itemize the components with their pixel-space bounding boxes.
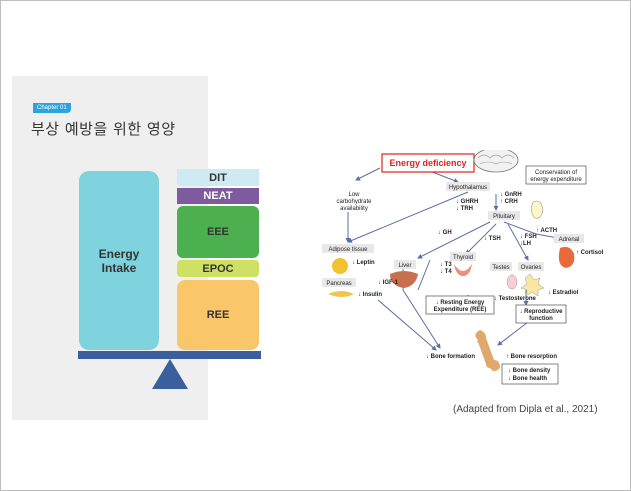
bone-resorption-label: ↑ Bone resorption <box>506 354 557 360</box>
pancreas-label: Pancreas <box>326 281 351 287</box>
thyroid-tag <box>450 252 476 261</box>
ree-block: REE <box>177 280 259 350</box>
bone-health-label: ↓ Bone health <box>508 376 547 382</box>
repro-line1: ↓ Reproductive <box>519 309 563 315</box>
t3-label: ↓ T3 <box>440 262 452 268</box>
pituitary-tag <box>488 211 520 220</box>
gh-label: ↓ GH <box>438 230 452 236</box>
ghrh-label: ↓ GHRH <box>456 199 478 205</box>
fsh-label: ↓ FSH <box>520 234 537 240</box>
energy-deficiency-box <box>381 153 475 173</box>
bone-icon <box>475 330 500 371</box>
ree-box <box>425 295 495 315</box>
hypothalamus-label: Hypothalamus <box>449 185 487 191</box>
brain-icon <box>473 150 519 173</box>
ovaries-label: Ovaries <box>521 265 542 271</box>
testes-tag <box>490 262 512 271</box>
leptin-label: ↓ Leptin <box>352 260 375 266</box>
adrenal-label: Adrenal <box>559 237 580 243</box>
testes-icon <box>506 274 518 290</box>
pancreas-icon <box>328 291 354 297</box>
liver-tag <box>394 260 416 269</box>
estradiol-label: ↓ Estradiol <box>548 290 579 296</box>
pituitary-icon <box>531 200 544 219</box>
crh-label: ↑ CRH <box>500 199 518 205</box>
cortisol-label: ↑ Cortisol <box>576 250 604 256</box>
acth-label: ↑ ACTH <box>536 228 557 234</box>
ree-line1: ↓ Resting Energy <box>436 300 485 306</box>
igf1-label: ↓ IGF-1 <box>378 280 399 286</box>
balance-fulcrum <box>152 359 188 389</box>
bone-formation-label: ↓ Bone formation <box>426 354 475 360</box>
bone-health-box <box>501 363 559 385</box>
adipose-label: Adipose tissue <box>328 247 368 253</box>
liver-label: Liver <box>398 263 411 269</box>
lh-label: ↓LH <box>520 241 531 247</box>
conservation-line2: energy expenditure <box>530 177 582 183</box>
low-carb-line1: Low <box>348 192 360 198</box>
epoc-block: EPOC <box>177 260 259 277</box>
energy-deficiency-diagram: Energy deficiency Conservation of energy… <box>322 150 604 385</box>
thyroid-icon <box>454 264 472 276</box>
adipose-tag <box>322 244 374 253</box>
energy-intake-block: Energy Intake <box>79 171 159 350</box>
intake-label-line1: Energy <box>98 246 140 261</box>
energy-deficiency-label: Energy deficiency <box>389 158 466 168</box>
citation: (Adapted from Dipla et al., 2021) <box>453 404 598 415</box>
insulin-label: ↓ Insulin <box>358 292 382 298</box>
gnrh-label: ↓ GnRH <box>500 192 522 198</box>
eee-block: EEE <box>177 206 259 258</box>
pancreas-tag <box>322 278 356 287</box>
low-carb-line2: carbohydrate <box>336 199 372 205</box>
conservation-line1: Conservation of <box>535 170 577 176</box>
t4-label: ↓ T4 <box>440 269 452 275</box>
repro-line2: function <box>529 316 553 322</box>
pituitary-label: Pituitary <box>493 214 515 220</box>
conservation-box <box>525 165 587 185</box>
testes-label: Testes <box>492 265 509 271</box>
hypothalamus-tag <box>446 182 490 191</box>
ovaries-icon <box>520 273 545 297</box>
dit-block: DIT <box>177 169 259 186</box>
neat-block: NEAT <box>177 188 259 204</box>
chapter-tag: Chapter 01 <box>33 103 71 113</box>
liver-icon <box>390 271 418 288</box>
thyroid-label: Thyroid <box>453 255 473 261</box>
adrenal-tag <box>554 234 584 243</box>
ovaries-tag <box>518 262 544 271</box>
adipose-icon <box>332 258 348 274</box>
testosterone-label: ↓ Testosterone <box>494 296 537 302</box>
ree-line2: Expenditure (REE) <box>434 307 487 313</box>
tsh-label: ↓ TSH <box>484 236 501 242</box>
trh-label: ↓ TRH <box>456 206 473 212</box>
balance-beam <box>78 351 261 359</box>
adrenal-icon <box>558 246 575 268</box>
bone-density-label: ↓ Bone density <box>508 368 551 374</box>
low-carb-line3: availability <box>340 206 368 212</box>
intake-label-line2: Intake <box>101 260 137 275</box>
slide-title: 부상 예방을 위한 영양 <box>31 120 176 138</box>
reproductive-box <box>515 304 567 324</box>
